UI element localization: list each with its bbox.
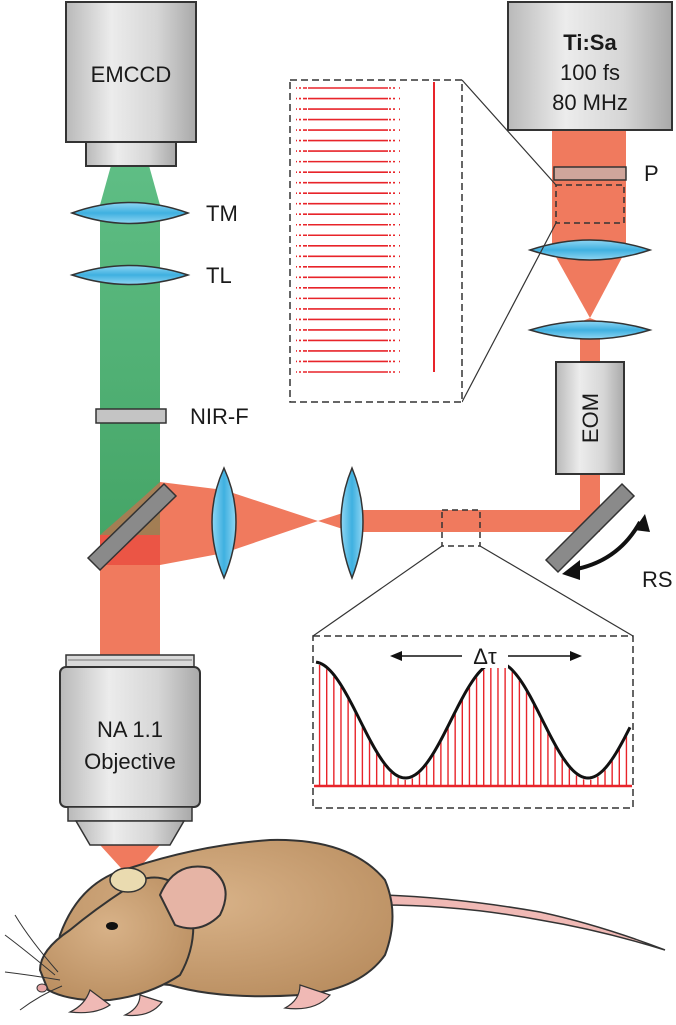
pulse-zoom-source bbox=[555, 184, 625, 224]
objective-na-label: NA 1.1 bbox=[97, 717, 163, 742]
mouse-nose bbox=[36, 983, 48, 993]
p-label: P bbox=[644, 161, 659, 186]
rs-label: RS bbox=[642, 567, 673, 592]
tm-label: TM bbox=[206, 201, 238, 226]
mouse-tail bbox=[378, 894, 666, 951]
laser-title: Ti:Sa bbox=[563, 30, 617, 55]
tl-label: TL bbox=[206, 263, 232, 288]
mouse-eye bbox=[106, 922, 118, 930]
tisa-laser: Ti:Sa 100 fs 80 MHz bbox=[507, 1, 673, 131]
telescope-lens bbox=[340, 466, 364, 581]
dichroic-mirror bbox=[86, 482, 178, 572]
cranial-window bbox=[109, 867, 147, 893]
modulation-inset: Δτ bbox=[312, 509, 634, 809]
modulated-pulses bbox=[318, 664, 628, 786]
mouse-front-paw-left bbox=[67, 989, 112, 1014]
emccd-label: EMCCD bbox=[91, 62, 172, 87]
delta-tau-arrow: Δτ bbox=[390, 644, 582, 669]
eom-label: EOM bbox=[578, 393, 603, 443]
rotation-arrow-icon bbox=[562, 514, 650, 580]
objective: NA 1.1 Objective bbox=[59, 654, 201, 846]
modulation-envelope bbox=[315, 660, 632, 780]
pulse-train-lines bbox=[296, 87, 434, 373]
polarizer bbox=[553, 166, 627, 181]
scan-lens bbox=[211, 466, 237, 580]
nir-f-label: NIR-F bbox=[190, 404, 249, 429]
laser-rep-rate: 80 MHz bbox=[552, 90, 628, 115]
green-emission-beam bbox=[100, 162, 160, 535]
objective-name-label: Objective bbox=[84, 749, 176, 774]
collimating-lens-1 bbox=[527, 239, 653, 261]
tube-lens-tl bbox=[69, 264, 191, 286]
delta-tau-label: Δτ bbox=[473, 644, 497, 669]
mouse-front-paw-right bbox=[122, 994, 163, 1017]
pulse-train-inset bbox=[289, 79, 625, 403]
emccd-camera: EMCCD bbox=[65, 1, 197, 167]
collimating-lens-2 bbox=[527, 320, 653, 340]
mouse-ear bbox=[158, 865, 227, 930]
mouse-illustration bbox=[4, 838, 666, 1017]
nir-filter bbox=[95, 408, 167, 424]
mouse-hind-paw bbox=[283, 984, 332, 1010]
resonant-scanner-mirror bbox=[544, 482, 636, 574]
eom-box: EOM bbox=[555, 361, 625, 475]
tube-lens-tm bbox=[69, 201, 191, 225]
mouse-whiskers bbox=[4, 914, 63, 1011]
laser-pulse-width: 100 fs bbox=[560, 60, 620, 85]
modulation-zoom-source bbox=[441, 509, 481, 547]
